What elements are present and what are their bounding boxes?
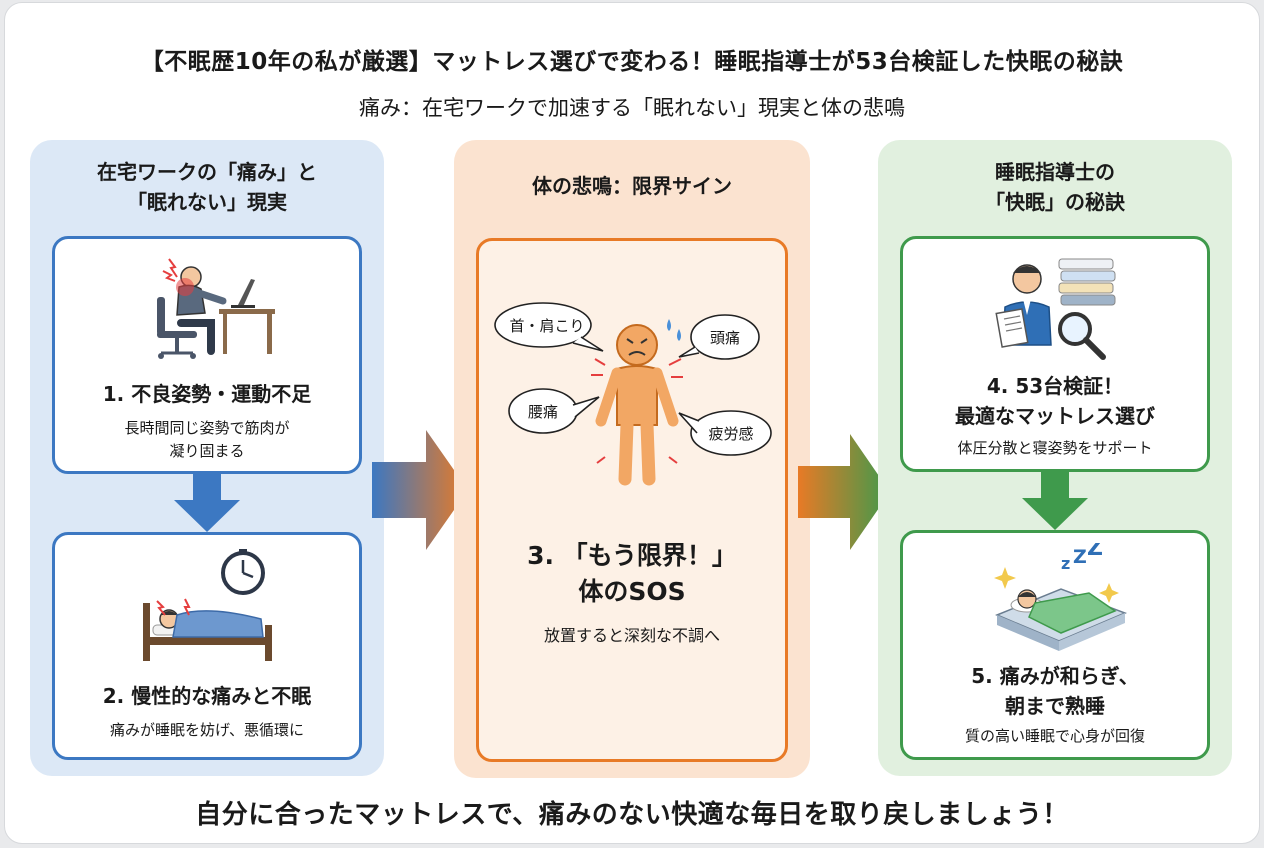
step4-title-line1: 4. 53台検証！ xyxy=(986,374,1124,398)
panel-left-heading-line2: 「眠れない」現実 xyxy=(127,190,287,214)
panel-left-heading-line1: 在宅ワークの「痛み」と xyxy=(97,160,317,184)
step4-desc: 体圧分散と寝姿勢をサポート xyxy=(957,439,1153,457)
bubble-neck-shoulder: 首・肩こり xyxy=(509,317,585,335)
bubble-headache: 頭痛 xyxy=(709,329,740,347)
step5-title-line1: 5. 痛みが和らぎ、 xyxy=(971,664,1139,688)
mattress-inspector-icon xyxy=(995,258,1116,360)
step2-desc: 痛みが睡眠を妨げ、悪循環に xyxy=(110,721,304,739)
step4-title-line2: 最適なマットレス選び xyxy=(955,404,1155,428)
svg-text:Z: Z xyxy=(1073,546,1087,568)
bubble-fatigue: 疲労感 xyxy=(708,425,754,443)
step5-title-line2: 朝まで熟睡 xyxy=(1005,694,1105,718)
svg-text:Z: Z xyxy=(1087,543,1103,561)
step3-desc: 放置すると深刻な不調へ xyxy=(543,626,720,645)
panel-body-sos: 体の悲鳴：限界サイン xyxy=(454,140,810,778)
sleeping-person-icon: z Z Z xyxy=(994,543,1128,651)
arrow-right-blue-orange-icon xyxy=(372,430,468,550)
step3-box: 首・肩こり 頭痛 腰痛 疲労感 3. 「もう限界！」 体のSOS 放置すると深刻… xyxy=(476,238,788,762)
bubble-back-pain: 腰痛 xyxy=(527,403,558,421)
step2-box: 2. 慢性的な痛みと不眠 痛みが睡眠を妨げ、悪循環に xyxy=(52,532,362,760)
page-subtitle: 痛み：在宅ワークで加速する「眠れない」現実と体の悲鳴 xyxy=(359,96,905,120)
step1-box: 1. 不良姿勢・運動不足 長時間同じ姿勢で筋肉が 凝り固まる xyxy=(52,236,362,474)
arrow-down-green-icon xyxy=(1022,472,1088,530)
panel-home-work-pain: 在宅ワークの「痛み」と 「眠れない」現実 1. 不良 xyxy=(30,140,384,776)
step2-title: 2. 慢性的な痛みと不眠 xyxy=(102,684,312,708)
panel-mid-heading: 体の悲鳴：限界サイン xyxy=(532,174,732,198)
step5-box: z Z Z 5. 痛みが和らぎ、 朝まで熟睡 質の高い睡眠で心身が回復 xyxy=(900,530,1210,760)
panel-right-heading-line2: 「快眠」の秘訣 xyxy=(985,190,1125,214)
step4-box: 4. 53台検証！ 最適なマットレス選び 体圧分散と寝姿勢をサポート xyxy=(900,236,1210,472)
step3-title-line1: 3. 「もう限界！」 xyxy=(527,541,737,570)
step1-desc-line1: 長時間同じ姿勢で筋肉が xyxy=(124,419,290,437)
step5-desc: 質の高い睡眠で心身が回復 xyxy=(964,727,1145,745)
step1-title: 1. 不良姿勢・運動不足 xyxy=(102,382,312,406)
arrow-down-blue-icon xyxy=(174,474,240,532)
desk-worker-icon xyxy=(157,258,275,359)
body-pain-figure-icon xyxy=(494,302,772,486)
panel-right-heading-line1: 睡眠指導士の xyxy=(995,160,1115,184)
svg-text:z: z xyxy=(1061,554,1070,573)
page-title: 【不眠歴10年の私が厳選】マットレス選びで変わる！睡眠指導士が53台検証した快眠… xyxy=(140,49,1124,75)
arrow-right-orange-green-icon xyxy=(798,434,890,550)
footer-message: 自分に合ったマットレスで、痛みのない快適な毎日を取り戻しましょう！ xyxy=(195,800,1069,830)
panel-sleep-secret: 睡眠指導士の 「快眠」の秘訣 4. 53台検証！ 最適なマットレス選び 体圧分散… xyxy=(878,140,1232,776)
step1-desc-line2: 凝り固まる xyxy=(169,442,245,460)
person-in-bed-icon xyxy=(143,549,272,661)
step3-title-line2: 体のSOS xyxy=(578,577,686,606)
